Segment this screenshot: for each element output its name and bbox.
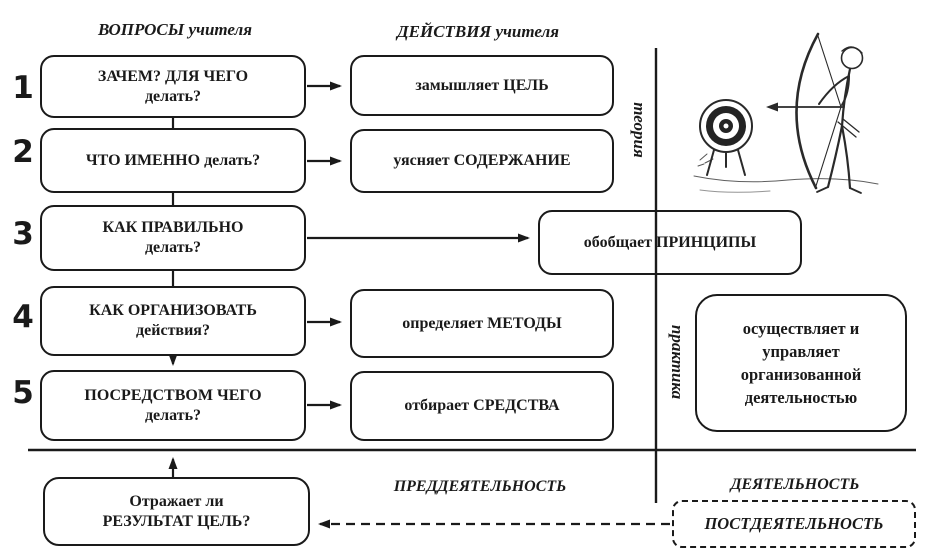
phase-label-pre-activity: ПРЕДДЕЯТЕЛЬНОСТЬ — [393, 478, 567, 495]
practice-activity-box: осуществляет и управляет организованной … — [695, 294, 907, 432]
action-box-content: уясняет СОДЕРЖАНИЕ — [350, 129, 614, 193]
bow-icon — [766, 32, 845, 190]
action-box-methods: определяет МЕТОДЫ — [350, 289, 614, 358]
phase-label-activity: ДЕЯТЕЛЬНОСТЬ — [730, 476, 860, 493]
question-box-means: ПОСРЕДСТВОМ ЧЕГО делать? — [40, 370, 306, 441]
action-box-resources: отбирает СРЕДСТВА — [350, 371, 614, 441]
row-number-5: 5 — [12, 375, 34, 411]
row-number-1: 1 — [12, 70, 34, 106]
practice-side-label: практика — [668, 324, 687, 400]
row-number-4: 4 — [12, 299, 34, 335]
post-activity-box: ПОСТДЕЯТЕЛЬНОСТЬ — [672, 500, 916, 548]
feedback-result-box: Отражает ли РЕЗУЛЬТАТ ЦЕЛЬ? — [43, 477, 310, 546]
question-box-why: ЗАЧЕМ? ДЛЯ ЧЕГО делать? — [40, 55, 306, 118]
ground-line-2 — [699, 189, 771, 193]
row-number-3: 3 — [12, 216, 34, 252]
archer-target-illustration — [693, 32, 879, 194]
ground-line — [693, 175, 879, 185]
target-icon — [699, 99, 753, 176]
question-box-organize: КАК ОРГАНИЗОВАТЬ действия? — [40, 286, 306, 356]
action-box-goal: замышляет ЦЕЛЬ — [350, 55, 614, 116]
row-number-2: 2 — [12, 134, 34, 170]
action-box-principles: обобщает ПРИНЦИПЫ — [538, 210, 802, 275]
question-box-what: ЧТО ИМЕННО делать? — [40, 128, 306, 193]
theory-side-label: теория — [630, 102, 649, 158]
questions-column-header: ВОПРОСЫ учителя — [97, 20, 253, 39]
archer-figure — [816, 46, 864, 194]
question-box-how: КАК ПРАВИЛЬНО делать? — [40, 205, 306, 271]
actions-column-header: ДЕЙСТВИЯ учителя — [397, 22, 559, 41]
